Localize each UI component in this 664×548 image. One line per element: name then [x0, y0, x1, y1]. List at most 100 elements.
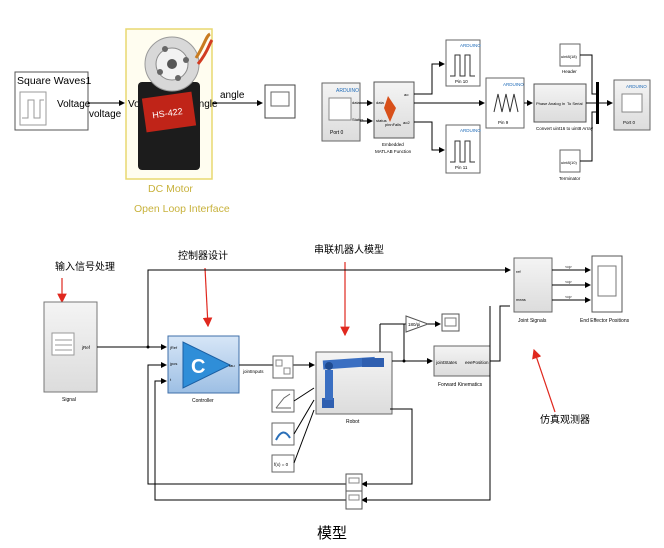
fk-in: jointStates	[435, 360, 458, 365]
controller-block[interactable]: C jRef jpos t tau Controller	[167, 335, 240, 404]
feedback-display-2[interactable]	[345, 490, 363, 510]
square-wave-icon	[19, 91, 47, 126]
fk-label: Forward Kinematics	[438, 382, 483, 388]
dc-motor-block[interactable]: Voltage Angle HS-422 DC Motor Open Loop …	[125, 28, 230, 215]
wire-feedback-2	[361, 306, 491, 503]
port0-input-block[interactable]: ARDUINO Port 0 data Status	[321, 82, 363, 142]
controller-letter: C	[191, 356, 205, 378]
wire-pin11	[414, 121, 445, 153]
sig-tag-1: <q>	[565, 264, 573, 269]
serial-arduino: ARDUINO	[626, 84, 647, 89]
simscape-block[interactable]	[271, 422, 295, 446]
port0-label: Port 0	[330, 130, 344, 136]
controller-triangle-icon	[182, 341, 232, 389]
signal-block[interactable]: jRef Signal	[43, 301, 98, 403]
servo-motor-picture: HS-422	[138, 32, 214, 170]
wire-pin10	[414, 61, 445, 95]
func-title-1: Embedded	[382, 142, 404, 147]
pin9-arduino: ARDUINO	[503, 82, 524, 87]
end-effector-label: End Effector Positions	[580, 318, 630, 324]
wire-simscape	[293, 399, 315, 435]
gain-scope-block[interactable]	[441, 313, 460, 332]
gain-block[interactable]: 180/pi	[405, 315, 430, 333]
diagram-b: ARDUINO Port 0 data Status data status p…	[321, 39, 651, 181]
wire-ref	[147, 267, 511, 347]
motor-name: DC Motor	[148, 183, 193, 195]
func-in-status: status	[376, 118, 387, 123]
annotation-arrow-observer	[532, 348, 556, 413]
square-waves-title: Square Waves1	[17, 75, 91, 87]
convert-block[interactable]: Phase Analog In To Serial Convert uint16…	[533, 83, 594, 131]
scope-screen-c	[597, 265, 617, 297]
robot-block[interactable]: Robot	[315, 351, 393, 425]
pin11-arduino: ARDUINO	[460, 128, 481, 133]
wire-xy	[293, 387, 315, 402]
controller-in3: t	[170, 377, 172, 382]
fk-out: eeePosition	[465, 360, 489, 365]
annotation-input-processing: 输入信号处理	[55, 260, 115, 273]
signal-port: jRef	[81, 345, 91, 350]
pin11-pulse-icon	[450, 140, 475, 163]
square-waves-block[interactable]: Square Waves1 Voltage	[14, 71, 91, 131]
pin10-label: Pin 10	[455, 79, 468, 84]
mux-display-block[interactable]	[272, 355, 294, 379]
wire-terminator	[580, 111, 596, 162]
header-block[interactable]: uint8(18) Header	[559, 43, 581, 74]
pin9-block[interactable]: ARDUINO Pin 9	[485, 77, 525, 129]
scope-screen-icon	[270, 91, 290, 107]
port0-status: Status	[352, 117, 363, 122]
figure-caption: 模型	[317, 524, 347, 542]
terminator-label: Terminator	[559, 176, 581, 181]
fcn-zero-block[interactable]: f(x) = 0	[271, 454, 295, 473]
robot-label: Robot	[346, 419, 360, 425]
fcn-zero-label: f(x) = 0	[274, 462, 289, 467]
controller-in2: jpos	[169, 361, 177, 366]
controller-label: Controller	[192, 398, 214, 404]
func-in-data: data	[376, 100, 385, 105]
terminator-block[interactable]: uint8(10) Terminator	[559, 149, 581, 181]
forward-kinematics-block[interactable]: jointStates eeePosition Forward Kinemati…	[433, 345, 491, 388]
wire-feedback-1	[361, 408, 413, 487]
feedback-display-1[interactable]	[345, 473, 363, 493]
header-value: uint8(18)	[561, 54, 577, 59]
robot-arm-icon	[322, 356, 384, 408]
serial-port-label: Port 0	[623, 120, 636, 125]
joint-signals-label: Joint Signals	[518, 318, 547, 324]
signal-label: Signal	[62, 397, 76, 403]
end-effector-scope-block[interactable]: End Effector Positions	[580, 255, 630, 324]
square-waves-port: Voltage	[57, 99, 91, 110]
joint-signals-meas: meas	[516, 297, 526, 302]
wire-angle-label: angle	[220, 90, 245, 101]
xy-graph-block[interactable]	[271, 389, 295, 413]
convert-in: Phase Analog In	[536, 101, 565, 106]
wire-feedback-t	[154, 378, 346, 501]
pin10-arduino: ARDUINO	[460, 43, 481, 48]
convert-title: Convert uint16 to uint8 Array	[536, 126, 594, 131]
scope-block-a[interactable]	[264, 84, 296, 119]
wire-feedback-jpos	[147, 362, 346, 485]
arduino-logo: ARDUINO	[336, 88, 359, 94]
matlab-logo-icon	[384, 96, 396, 122]
func-name: pinnFalls	[385, 122, 401, 127]
pin9-wave-icon	[493, 93, 519, 113]
serial-out-block[interactable]: ARDUINO Port 0	[613, 79, 651, 131]
annotation-observer: 仿真观测器	[540, 413, 590, 426]
pin11-block[interactable]: ARDUINO Pin 11	[445, 124, 481, 174]
sig-tag-2: <q>	[565, 279, 573, 284]
motor-port-out: Angle	[192, 99, 218, 110]
wire-gain-branch	[402, 323, 405, 361]
sig-tag-3: <q>	[565, 294, 573, 299]
func-title-2: MATLAB Function	[375, 149, 412, 154]
convert-out: To Serial	[567, 101, 583, 106]
vector-concat-bar	[596, 82, 599, 124]
pin10-block[interactable]: ARDUINO Pin 10	[445, 39, 481, 87]
controller-in1: jRef	[169, 345, 178, 350]
wire-voltage-label: voltage	[89, 109, 122, 120]
annotation-arrow-controller	[202, 267, 213, 328]
matlab-function-block[interactable]: data status pinnFalls ao ao2 Embedded MA…	[373, 81, 415, 154]
header-label: Header	[562, 69, 577, 74]
wire-header	[580, 54, 596, 95]
joint-signals-block[interactable]: ref meas Joint Signals	[513, 257, 553, 324]
annotation-robot-model: 串联机器人模型	[314, 243, 384, 256]
